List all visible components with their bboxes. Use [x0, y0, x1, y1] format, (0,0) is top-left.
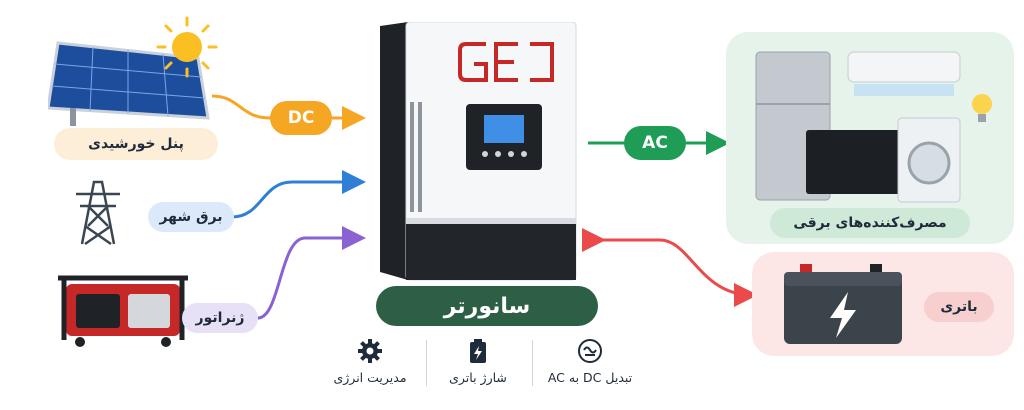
- battery-label: باتری: [924, 292, 994, 322]
- feature-label: مدیریت انرژی: [333, 370, 407, 385]
- generator-source-label: ژنراتور: [182, 303, 258, 333]
- feature-energy-management: مدیریت انرژی: [310, 338, 430, 385]
- inverter-title: سانورتر: [376, 286, 598, 326]
- inverter-device: [380, 22, 577, 281]
- gear-icon: [358, 339, 382, 363]
- ac-tag: AC: [624, 126, 686, 160]
- appliances-icon: [755, 51, 992, 203]
- brand-logo: [458, 42, 554, 82]
- feature-dc-to-ac: تبدیل DC به AC: [530, 338, 650, 385]
- generator-connector: [257, 226, 366, 320]
- feature-divider: [426, 340, 427, 386]
- feature-divider: [532, 340, 533, 386]
- conversion-icon: [578, 339, 602, 363]
- feature-battery-charging: شارژ باتری: [418, 338, 538, 385]
- generator-icon: [58, 275, 188, 347]
- dc-tag: DC: [270, 101, 332, 135]
- battery-connector: [592, 238, 758, 307]
- grid-source-label: برق شهر: [148, 202, 234, 232]
- grid-connector: [231, 170, 366, 219]
- loads-label: مصرف‌کننده‌های برقی: [770, 208, 970, 238]
- battery-charge-icon: [470, 339, 486, 363]
- power-tower-icon: [76, 180, 120, 246]
- solar-panel-icon: [48, 41, 210, 126]
- feature-label: تبدیل DC به AC: [547, 370, 633, 385]
- sun-icon: [156, 16, 218, 78]
- solar-source-label: پنل خورشیدی: [54, 128, 218, 160]
- feature-label: شارژ باتری: [449, 370, 507, 385]
- battery-icon: [784, 264, 902, 344]
- dc-connector: [211, 94, 366, 130]
